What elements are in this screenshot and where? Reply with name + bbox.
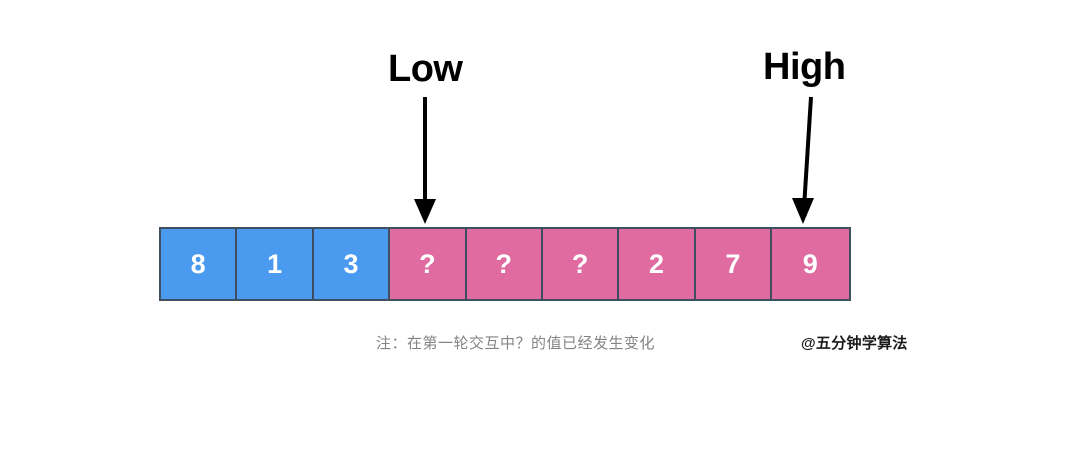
array-container: 8 1 3 ? ? ? 2 7 9 [159,227,851,301]
array-cell: 9 [772,229,849,299]
watermark: @五分钟学算法 [801,335,908,352]
array-cell: ? [390,229,467,299]
array-cell-value: 8 [190,248,206,279]
high-arrow-icon [792,96,814,224]
array-cell: ? [466,229,543,299]
array-cell: 7 [695,229,773,299]
low-arrow-icon [414,97,436,224]
pointer-label-high: High [763,46,846,88]
array-cell-value: 7 [725,248,741,279]
array-cell-value: 9 [802,248,818,279]
array-cell-value: 3 [343,248,359,279]
pointer-label-low: Low [388,48,463,90]
array-cell-value: 1 [267,248,283,279]
array-cell: 2 [619,229,696,299]
array-cell: 1 [237,229,314,299]
array-cell-value: 2 [649,248,665,279]
diagram-caption: 注：在第一轮交互中？的值已经发生变化 [376,335,656,352]
array-cell-value: ? [495,248,513,279]
array-cell: 8 [161,229,238,299]
array-cell-value: ? [571,248,589,279]
array-cell: ? [542,229,620,299]
array-cell: 3 [313,229,391,299]
array-cell-value: ? [419,248,436,279]
